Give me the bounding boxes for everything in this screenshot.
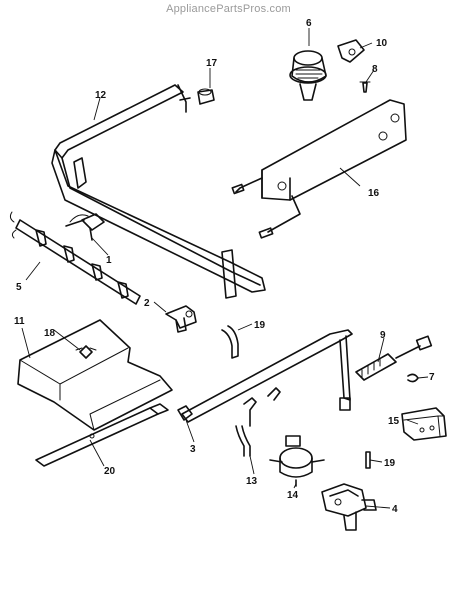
callout-10: 10 [376, 38, 388, 49]
callout-14: 14 [287, 490, 299, 501]
callout-4: 4 [392, 504, 398, 515]
switch-part [65, 213, 105, 241]
bracket-rail-part [35, 403, 169, 467]
igniter-bracket-part [231, 99, 407, 239]
orifice-nut-part [197, 88, 215, 105]
leader-lines [21, 28, 429, 509]
callout-7: 7 [429, 372, 435, 383]
switch-block-part [401, 407, 447, 441]
callout-3: 3 [190, 444, 196, 455]
callout-17: 17 [206, 58, 218, 69]
callout-2: 2 [144, 298, 150, 309]
igniter-part [355, 335, 433, 381]
gas-valve-part [321, 483, 377, 531]
pressure-valve-part [269, 435, 325, 487]
watermark: AppliancePartsPros.com [166, 3, 291, 15]
callout-19-lower: 19 [384, 458, 396, 469]
callout-8: 8 [372, 64, 378, 75]
callout-6: 6 [306, 18, 312, 29]
callout-16: 16 [368, 188, 380, 199]
manifold-tube-part [51, 84, 266, 299]
valve-bracket-part [165, 305, 197, 333]
switch-strip-part [9, 211, 141, 305]
callout-1: 1 [106, 255, 112, 266]
callout-12: 12 [95, 90, 107, 101]
screw-part [359, 81, 371, 93]
bracket-part [337, 39, 365, 63]
pressure-regulator-part [289, 50, 327, 101]
wing-nut-part [75, 345, 97, 359]
callout-labels: 6 10 8 17 12 16 1 5 2 19 11 18 9 7 15 3 … [14, 18, 435, 515]
callout-13: 13 [246, 476, 258, 487]
heat-shield-part [17, 319, 173, 431]
callout-15: 15 [388, 416, 400, 427]
pin-part-lower [365, 451, 371, 469]
flex-tube-part [235, 387, 281, 457]
callout-9: 9 [380, 330, 386, 341]
callout-20: 20 [104, 466, 116, 477]
callout-5: 5 [16, 282, 22, 293]
callout-19-upper: 19 [254, 320, 266, 331]
callout-11: 11 [14, 316, 25, 327]
tube-part-upper [221, 325, 239, 359]
clip-part [407, 373, 419, 383]
gas-tube-part [177, 329, 353, 423]
callout-18: 18 [44, 328, 56, 339]
